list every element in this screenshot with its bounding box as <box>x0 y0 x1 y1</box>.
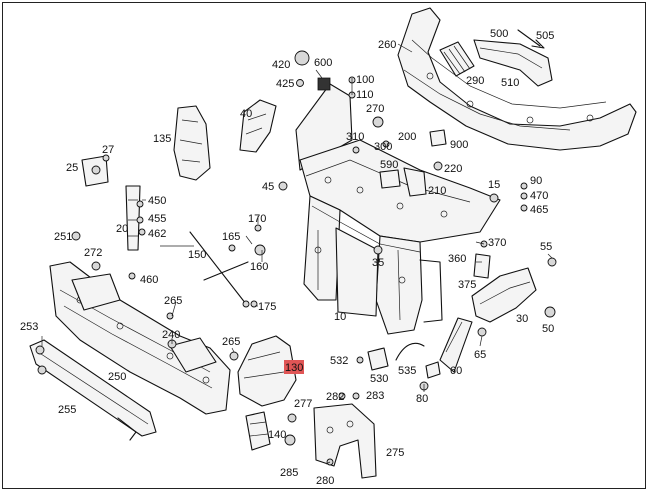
clip-530 <box>367 347 389 371</box>
bracket-30 <box>471 267 537 323</box>
callout-130-highlight <box>284 360 304 374</box>
callout-310: 310 <box>346 131 364 143</box>
callout-285: 285 <box>280 467 298 479</box>
callout-280: 280 <box>316 475 334 487</box>
callout-30: 30 <box>516 313 528 325</box>
callout-numbers: 260 500 505 290 510 420 425 600 100 110 … <box>20 28 554 487</box>
callout-470: 470 <box>530 190 548 202</box>
callout-130: 130 <box>285 362 303 374</box>
fasteners <box>35 50 557 466</box>
callout-275: 275 <box>386 447 404 459</box>
shroud-130 <box>237 335 297 407</box>
bracket-275 <box>313 403 377 479</box>
callout-40: 40 <box>240 108 252 120</box>
leader-lines <box>41 43 553 465</box>
callout-80: 80 <box>416 393 428 405</box>
bracket-25 <box>81 155 109 187</box>
callout-420: 420 <box>272 59 290 71</box>
callout-460: 460 <box>140 274 158 286</box>
callout-25: 25 <box>66 162 78 174</box>
callout-140: 140 <box>268 429 286 441</box>
callout-100: 100 <box>356 74 374 86</box>
lower-bar <box>29 339 157 441</box>
callout-290: 290 <box>466 75 484 87</box>
callout-455: 455 <box>148 213 166 225</box>
bracket-20 <box>125 185 141 251</box>
upper-carrier-arch <box>397 7 637 151</box>
callout-135: 135 <box>153 133 171 145</box>
callout-370: 370 <box>488 237 506 249</box>
front-module-frame <box>295 83 501 335</box>
air-grille <box>439 41 475 77</box>
callout-250: 250 <box>108 371 126 383</box>
support-rod <box>189 231 250 308</box>
callout-283: 283 <box>366 390 384 402</box>
callout-55: 55 <box>540 241 552 253</box>
callout-900: 900 <box>450 139 468 151</box>
mount-140 <box>245 411 271 451</box>
air-guide-135 <box>173 105 211 181</box>
callout-425: 425 <box>276 78 294 90</box>
callout-300: 300 <box>374 141 392 153</box>
callout-532: 532 <box>330 355 348 367</box>
callout-60: 60 <box>450 365 462 377</box>
callout-270: 270 <box>366 103 384 115</box>
callout-260: 260 <box>378 39 396 51</box>
callout-530: 530 <box>370 373 388 385</box>
callout-35: 35 <box>372 257 384 269</box>
callout-462: 462 <box>148 228 166 240</box>
callout-510: 510 <box>501 77 519 89</box>
callout-375: 375 <box>458 279 476 291</box>
callout-165: 165 <box>222 231 240 243</box>
callout-505: 505 <box>536 30 554 42</box>
callout-253: 253 <box>20 321 38 333</box>
callout-282: 282 <box>326 391 344 403</box>
left-bracket <box>239 99 277 153</box>
air-duct <box>473 29 553 87</box>
callout-251: 251 <box>54 231 72 243</box>
callout-450: 450 <box>148 195 166 207</box>
callout-20: 20 <box>116 223 128 235</box>
callout-170: 170 <box>248 213 266 225</box>
callout-240: 240 <box>162 329 180 341</box>
callout-45: 45 <box>262 181 274 193</box>
callout-50: 50 <box>542 323 554 335</box>
callout-110: 110 <box>356 89 374 101</box>
callout-27: 27 <box>102 144 114 156</box>
callout-255: 255 <box>58 404 76 416</box>
callout-265a: 265 <box>164 295 182 307</box>
callout-465: 465 <box>530 204 548 216</box>
callout-277: 277 <box>294 398 312 410</box>
strut-60 <box>439 317 473 373</box>
callout-150: 150 <box>188 249 206 261</box>
callout-360: 360 <box>448 253 466 265</box>
callout-265b: 265 <box>222 336 240 348</box>
callout-500: 500 <box>490 28 508 40</box>
callout-535: 535 <box>398 365 416 377</box>
callout-90: 90 <box>530 175 542 187</box>
callout-65: 65 <box>474 349 486 361</box>
callout-15: 15 <box>488 179 500 191</box>
callout-160: 160 <box>250 261 268 273</box>
callout-590: 590 <box>380 159 398 171</box>
hose-535 <box>395 342 441 379</box>
callout-210: 210 <box>428 185 446 197</box>
callout-10: 10 <box>334 311 346 323</box>
callout-220: 220 <box>444 163 462 175</box>
callout-272: 272 <box>84 247 102 259</box>
callout-175: 175 <box>258 301 276 313</box>
callout-200: 200 <box>398 131 416 143</box>
bumper-carrier <box>49 261 231 415</box>
callout-600: 600 <box>314 57 332 69</box>
